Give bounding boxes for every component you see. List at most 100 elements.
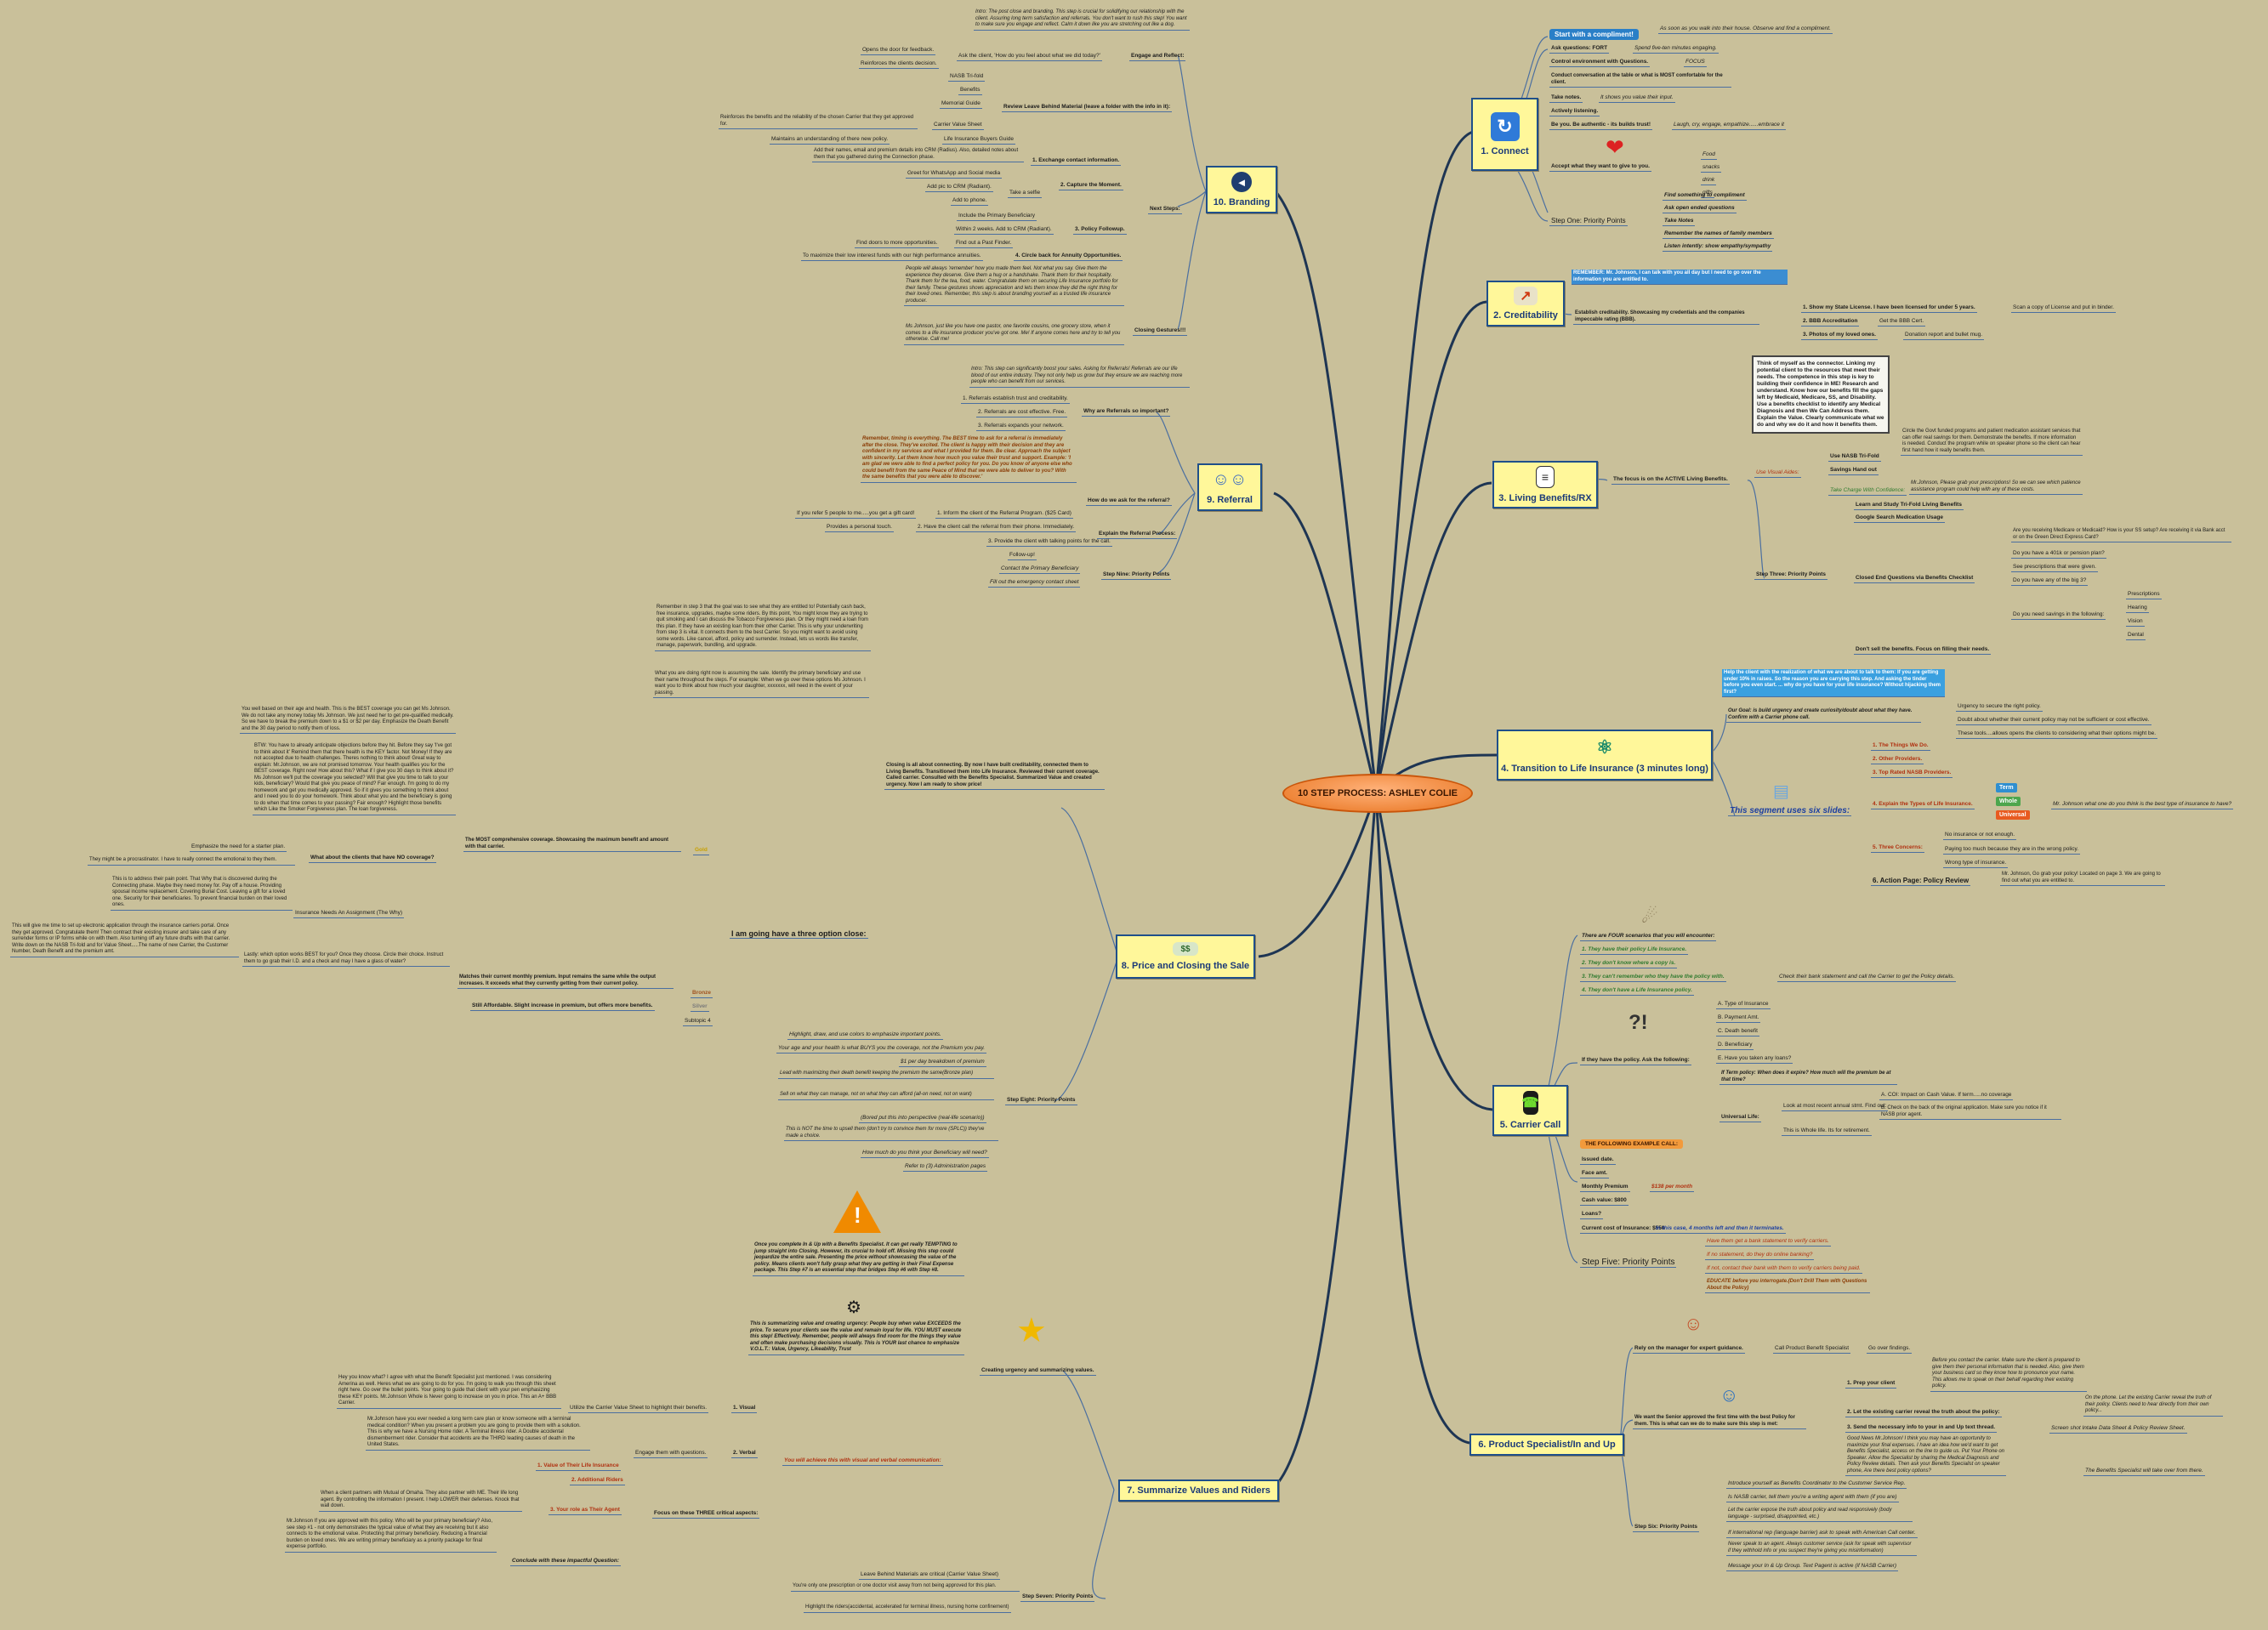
branch-branding[interactable]: ◄ 10. Branding (1206, 166, 1277, 213)
living-visual[interactable]: Use Visual Aides: (1754, 469, 1801, 478)
price-remember: Remember in step 3 that the goal was to … (655, 604, 871, 651)
product-step-3[interactable]: 3. Send the necessary info to your in an… (1845, 1424, 1998, 1433)
slide-6[interactable]: 6. Action Page: Policy Review (1871, 877, 1971, 886)
connect-step-one[interactable]: Step One: Priority Points (1549, 217, 1628, 226)
slide-5[interactable]: 5. Three Concerns: (1871, 844, 1924, 853)
branch-creditability-label: 2. Creditability (1493, 310, 1558, 321)
price-comprehensive[interactable]: The MOST comprehensive coverage. Showcas… (463, 837, 681, 852)
product-rely[interactable]: Rely on the manager for expert guidance. (1633, 1345, 1745, 1354)
slide-2[interactable]: 2. Other Providers. (1871, 756, 1924, 764)
price-option[interactable]: I am going have a three option close: (730, 929, 868, 939)
next-item-1[interactable]: 1. Exchange contact information. (1031, 157, 1122, 166)
branch-transition[interactable]: ⚛ 4. Transition to Life Insurance (3 min… (1497, 730, 1713, 781)
branch-summarize[interactable]: 7. Summarize Values and Riders (1118, 1479, 1279, 1502)
compliment-tag[interactable]: Start with a compliment! (1549, 29, 1639, 40)
branch-living-benefits[interactable]: ≡ 3. Living Benefits/RX (1492, 461, 1598, 508)
slide-4[interactable]: 4. Explain the Types of Life Insurance. (1871, 801, 1975, 809)
referral-step[interactable]: Step Nine: Priority Points (1101, 571, 1172, 580)
goal-note-3: These tools....allows opens the clients … (1956, 730, 2158, 739)
slide-3[interactable]: 3. Top Rated NASB Providers. (1871, 770, 1953, 778)
connect-listening[interactable]: Actively listening. (1549, 108, 1600, 116)
type-term[interactable]: Term (1996, 783, 2017, 792)
connect-ask[interactable]: Ask questions: FORT (1549, 45, 1610, 54)
carrier-term-question[interactable]: If Term policy: When does it expire? How… (1719, 1070, 1897, 1085)
product-step-2[interactable]: 2. Let the existing carrier reveal the t… (1845, 1409, 2002, 1417)
branding-engage[interactable]: Engage and Reflect: (1129, 53, 1186, 61)
branch-price[interactable]: $$ 8. Price and Closing the Sale (1116, 934, 1255, 979)
living-focus[interactable]: The focus is on the ACTIVE Living Benefi… (1611, 476, 1730, 485)
branding-review[interactable]: Review Leave Behind Material (leave a fo… (1002, 104, 1173, 112)
connect-control[interactable]: Control environment with Questions. (1549, 59, 1651, 67)
scenario-3[interactable]: 3. They can't remember who they have the… (1580, 974, 1726, 982)
summarize-achieve[interactable]: You will achieve this with visual and ve… (782, 1457, 943, 1466)
referral-why[interactable]: Why are Referrals so important? (1082, 408, 1171, 417)
option-bronze[interactable]: Bronze (691, 990, 713, 998)
connect-authentic[interactable]: Be you. Be authentic - its builds trust! (1549, 122, 1653, 130)
cred-item-3[interactable]: 3. Photos of my loved ones. (1801, 332, 1878, 340)
scenario-2[interactable]: 2. They don't know where a copy is. (1580, 960, 1678, 968)
branch-carrier-call[interactable]: ☎ 5. Carrier Call (1492, 1085, 1568, 1136)
summarize-conclude[interactable]: Conclude with these impactful Question: (510, 1558, 622, 1566)
branch-referral[interactable]: ☺☺ 9. Referral (1197, 463, 1262, 511)
option-gold[interactable]: Gold (693, 847, 709, 855)
example-call-tag[interactable]: THE FOLLOWING EXAMPLE CALL: (1580, 1139, 1684, 1149)
broom-icon: ☄ (1641, 906, 1658, 927)
product-step-1[interactable]: 1. Prep your client (1845, 1380, 1897, 1389)
connect-priority-2: Ask open ended questions (1663, 205, 1737, 213)
summarize-creating[interactable]: Creating urgency and summarizing values. (980, 1367, 1096, 1376)
concern-2: Paying too much because they are in the … (1943, 846, 2081, 855)
connect-conduct[interactable]: Conduct conversation at the table or wha… (1549, 72, 1731, 88)
scenario-4[interactable]: 4. They don't have a Life Insurance poli… (1580, 987, 1694, 996)
referral-explain[interactable]: Explain the Referral Process: (1097, 531, 1178, 539)
product-step[interactable]: Step Six: Priority Points (1633, 1524, 1700, 1532)
summarize-step[interactable]: Step Seven: Priority Points (1020, 1593, 1095, 1602)
connect-notes[interactable]: Take notes. (1549, 94, 1583, 103)
living-savings[interactable]: Savings Hand out (1828, 467, 1879, 475)
carrier-step[interactable]: Step Five: Priority Points (1580, 1258, 1677, 1268)
slide-1[interactable]: 1. The Things We Do. (1871, 742, 1930, 751)
focus-2[interactable]: 2. Additional Riders (570, 1477, 625, 1485)
central-topic[interactable]: 10 STEP PROCESS: ASHLEY COLIE (1282, 774, 1473, 813)
living-trifold[interactable]: Use NASB Tri-Fold (1828, 453, 1881, 462)
carrier-scenarios[interactable]: There are FOUR scenarios that you will e… (1580, 933, 1717, 941)
summarize-verbal[interactable]: 2. Verbal (731, 1450, 758, 1458)
branch-price-label: 8. Price and Closing the Sale (1121, 961, 1250, 971)
branch-connect[interactable]: ↻ 1. Connect (1471, 98, 1538, 171)
living-step[interactable]: Step Three: Priority Points (1754, 571, 1827, 580)
creditability-establish[interactable]: Establish creditability. Showcasing my c… (1573, 310, 1759, 325)
living-confidence[interactable]: Take Charge With Confidence: (1828, 487, 1907, 496)
branding-next[interactable]: Next Steps: (1148, 206, 1182, 214)
option-subtopic[interactable]: Subtopic 4 (683, 1018, 713, 1026)
branch-transition-label: 4. Transition to Life Insurance (3 minut… (1501, 764, 1708, 774)
branch-creditability[interactable]: ↗ 2. Creditability (1486, 281, 1565, 327)
summarize-focus[interactable]: Focus on these THREE critical aspects: (652, 1510, 760, 1519)
focus-3[interactable]: 3. Your role as Their Agent (549, 1507, 622, 1515)
focus-1[interactable]: 1. Value of Their Life Insurance (536, 1462, 621, 1471)
transition-goal[interactable]: Our Goal: is build urgency and create cu… (1726, 707, 1921, 723)
next-item-3[interactable]: 3. Policy Followup. (1073, 226, 1127, 235)
type-whole[interactable]: Whole (1996, 797, 2021, 806)
connect-accept[interactable]: Accept what they want to give to you. (1549, 163, 1651, 172)
type-universal[interactable]: Universal (1996, 810, 2030, 820)
why-item-2: 2. Referrals are cost effective. Free. (976, 409, 1068, 417)
carrier-ask[interactable]: If they have the policy. Ask the followi… (1580, 1057, 1691, 1065)
branch-product-specialist[interactable]: 6. Product Specialist/In and Up (1469, 1434, 1624, 1456)
scenario-1[interactable]: 1. They have their policy Life Insurance… (1580, 946, 1689, 955)
price-no-coverage[interactable]: What about the clients that have NO cove… (309, 855, 436, 863)
universal-sub-a: A. COI: Impact on Cash Value. If term...… (1879, 1092, 2014, 1100)
transition-slides[interactable]: This segment uses six slides: (1728, 806, 1852, 816)
product-want[interactable]: We want the Senior approved the first ti… (1633, 1414, 1806, 1429)
cred-item-2[interactable]: 2. BBB Accreditation (1801, 318, 1860, 327)
next-item-4[interactable]: 4. Circle back for Annuity Opportunities… (1014, 253, 1123, 261)
price-affordable[interactable]: Still Affordable. Slight increase in pre… (470, 1002, 655, 1011)
option-silver[interactable]: Silver (691, 1003, 709, 1012)
price-closing[interactable]: Closing is all about connecting. By now … (884, 762, 1105, 790)
branding-closing[interactable]: Closing Gestures!!! (1133, 327, 1188, 336)
next-item-2[interactable]: 2. Capture the Moment. (1059, 182, 1123, 190)
summarize-visual[interactable]: 1. Visual (731, 1405, 758, 1413)
referral-how[interactable]: How do we ask for the referral? (1086, 497, 1172, 506)
price-step[interactable]: Step Eight: Priority Points (1005, 1097, 1077, 1105)
carrier-universal[interactable]: Universal Life: (1719, 1114, 1761, 1122)
price-matches[interactable]: Matches their current monthly premium. I… (458, 974, 674, 989)
cred-item-1[interactable]: 1. Show my State License. I have been li… (1801, 304, 1977, 313)
